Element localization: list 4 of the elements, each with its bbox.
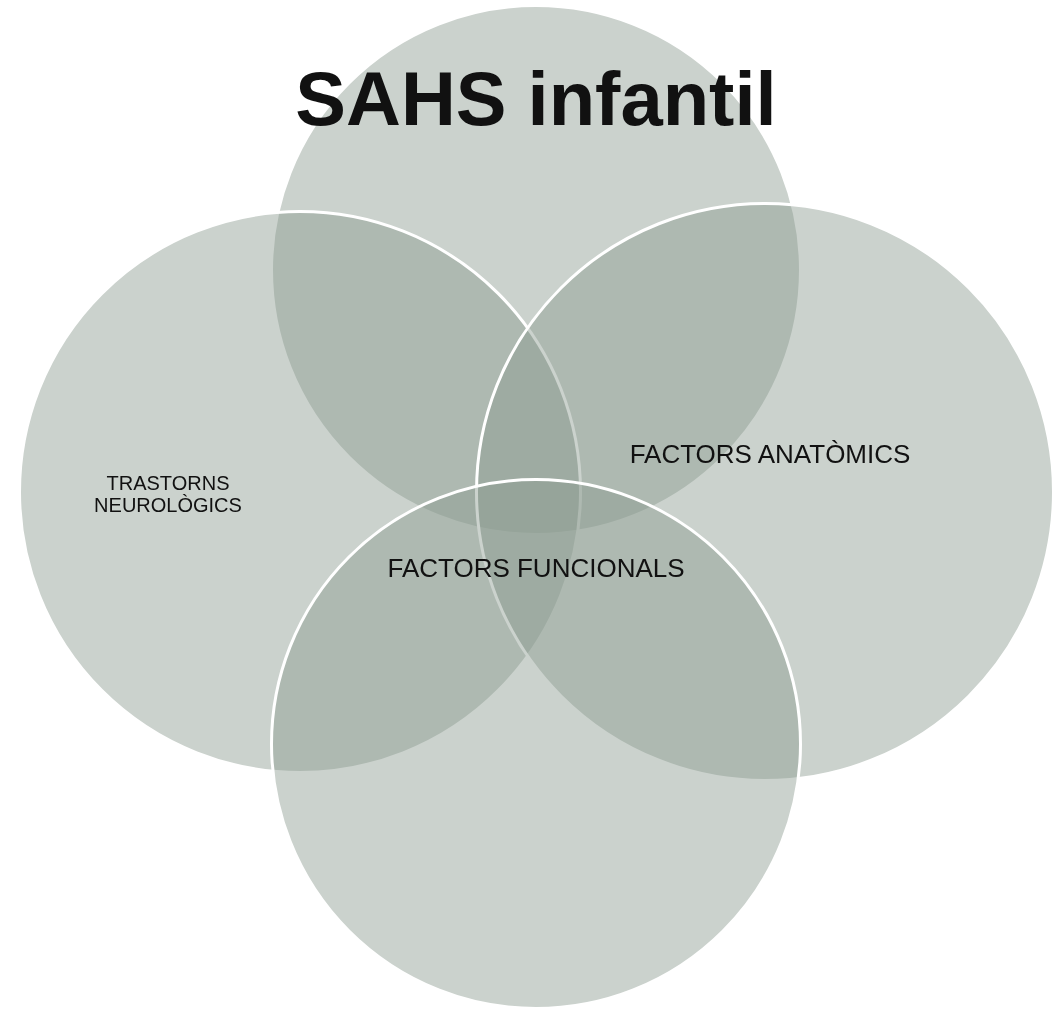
circle-label: TRASTORNS NEUROLÒGICS xyxy=(93,472,243,516)
circle-label: FACTORS FUNCIONALS xyxy=(386,553,686,583)
circle-label: FACTORS ANATÒMICS xyxy=(628,439,912,469)
diagram-heading: SAHS infantil xyxy=(294,55,778,143)
